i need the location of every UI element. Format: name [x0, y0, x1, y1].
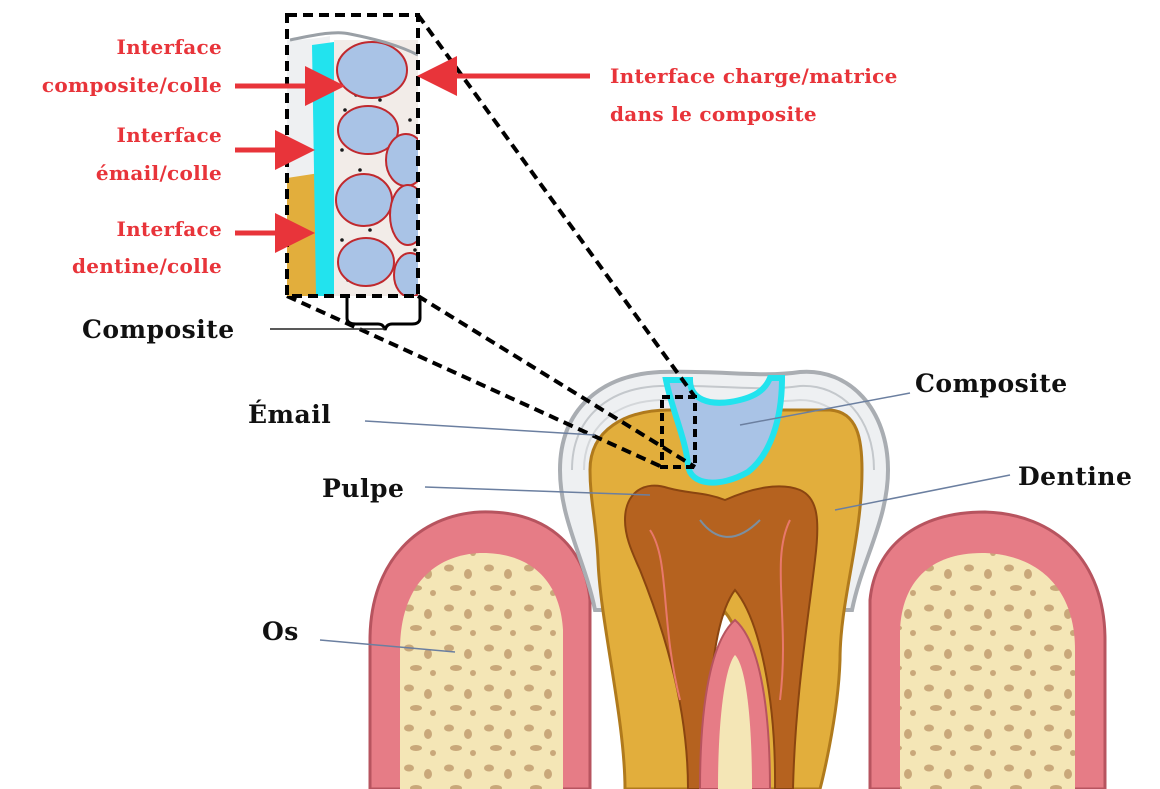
label-composite-tooth: Composite [915, 369, 1068, 398]
inset-adhesive-layer [312, 42, 336, 296]
gum-left [370, 512, 590, 789]
label-dentine: Dentine [1018, 462, 1132, 491]
composite-brace [347, 298, 420, 330]
label-interface-charge-matrice-line1: Interface charge/matrice [610, 64, 898, 88]
label-interface-dentine-colle-line2: dentine/colle [72, 254, 222, 278]
label-interface-dentine-colle-line1: Interface [116, 217, 222, 241]
gum-right [870, 512, 1105, 789]
label-interface-email-colle-line2: émail/colle [96, 161, 222, 185]
bone-right [900, 553, 1075, 789]
label-os: Os [262, 617, 299, 646]
label-composite-inset: Composite [82, 315, 235, 344]
label-interface-composite-colle-line2: composite/colle [42, 73, 222, 97]
inset-magnification [287, 15, 426, 297]
label-interface-composite-colle-line1: Interface [116, 35, 222, 59]
label-interface-email-colle-line1: Interface [116, 123, 222, 147]
label-pulpe: Pulpe [322, 474, 404, 503]
bone-left [400, 553, 563, 789]
label-email: Émail [248, 400, 331, 429]
label-interface-charge-matrice-line2: dans le composite [610, 102, 817, 126]
tooth [560, 372, 888, 789]
